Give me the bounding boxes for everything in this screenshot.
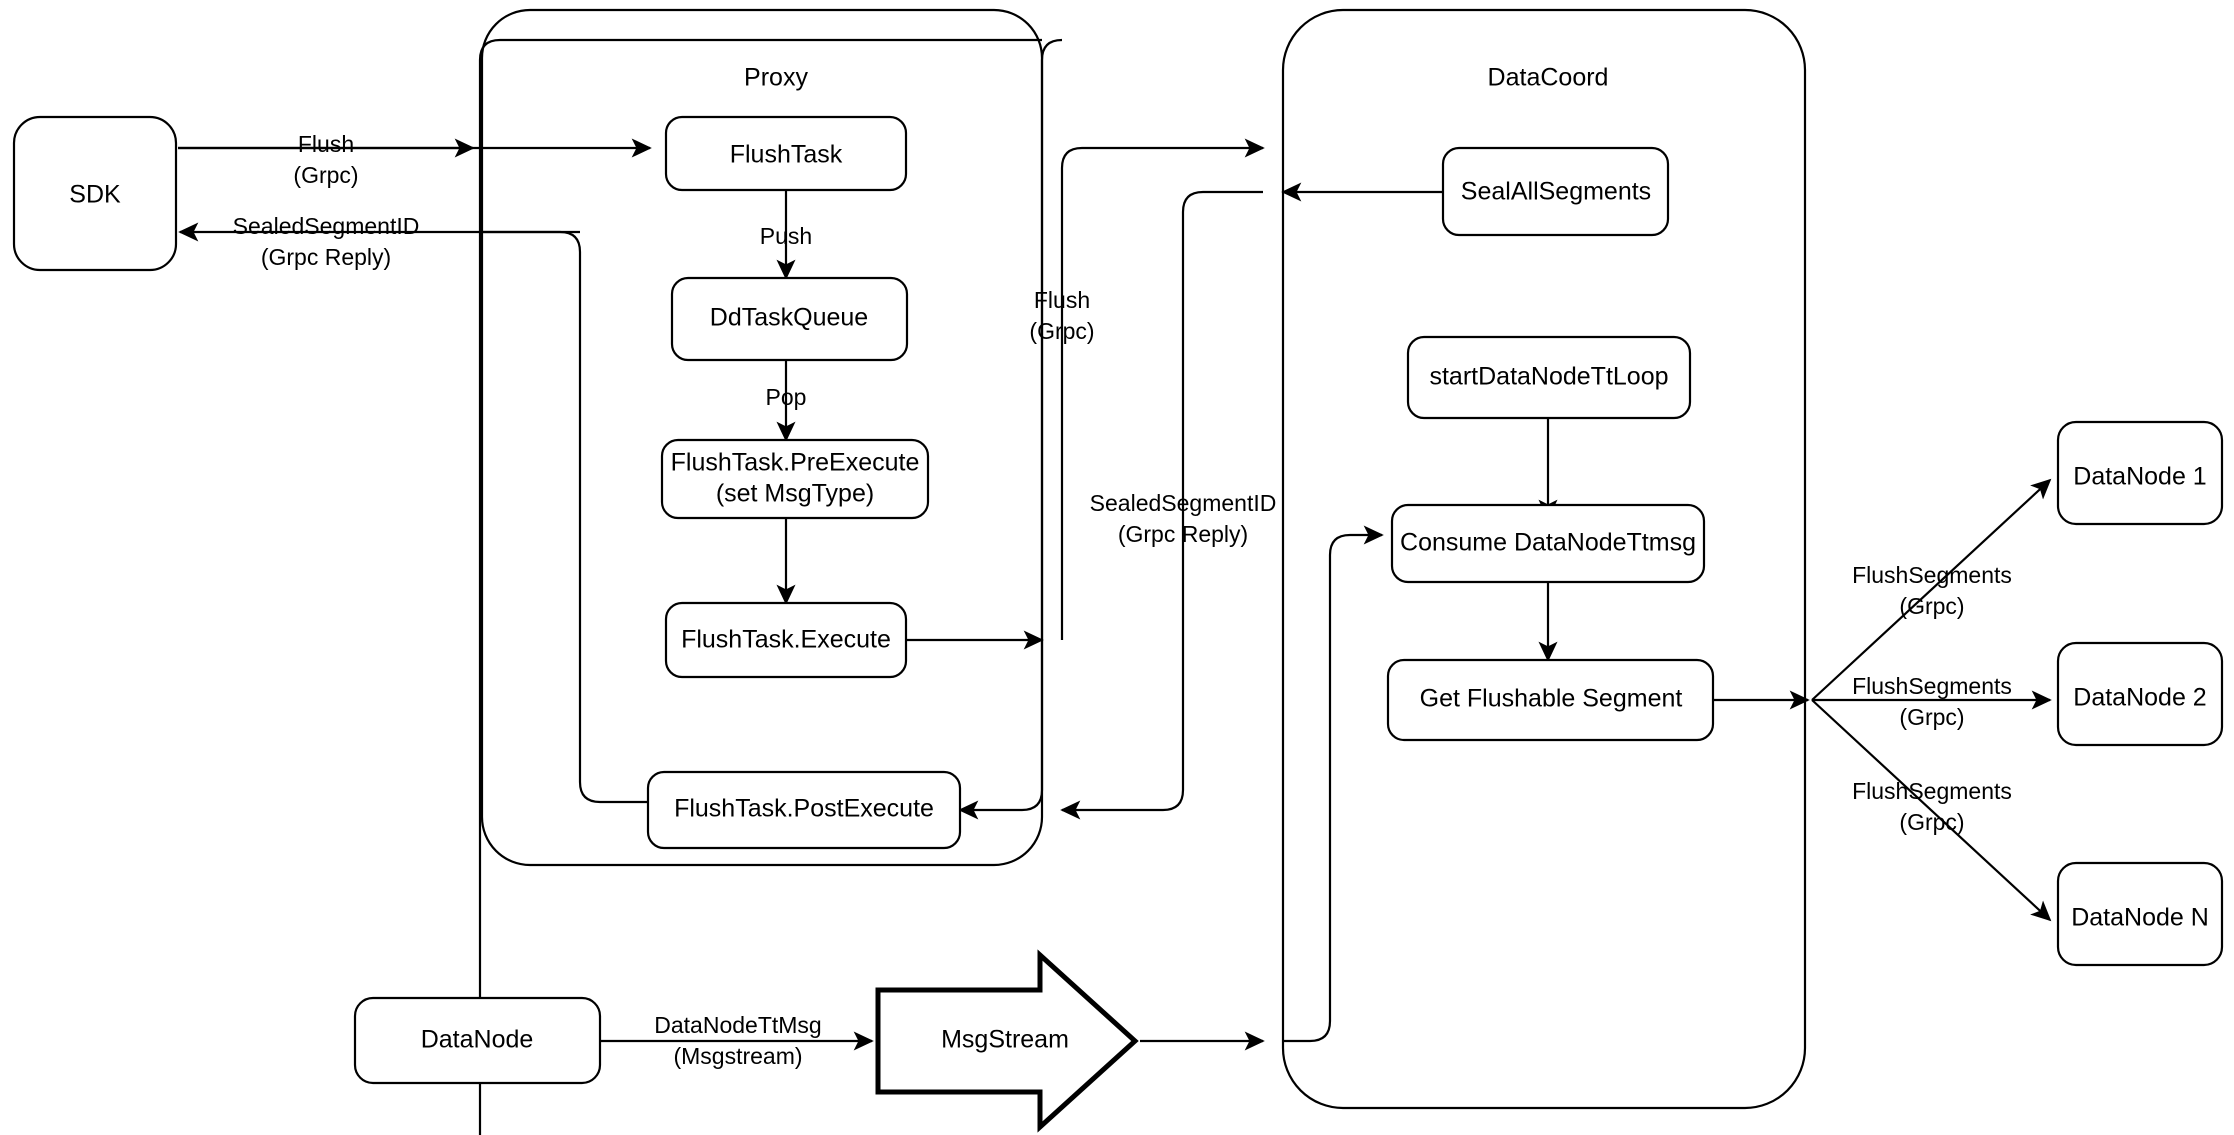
edge-datacoord-boundary-to-consume <box>1283 525 1384 1043</box>
node-msgstream[interactable]: MsgStream <box>875 949 1139 1133</box>
node-postexecute-label: FlushTask.PostExecute <box>674 795 934 823</box>
edge-datacoord-to-proxy-reply <box>1060 190 1263 820</box>
node-datanode-2[interactable]: DataNode 2 <box>2056 641 2224 747</box>
node-startdatanodettloop[interactable]: startDataNodeTtLoop <box>1406 335 1692 420</box>
node-datanode-n[interactable]: DataNode N <box>2056 861 2224 967</box>
edge-label-flushsegmentsn-l2: (Grpc) <box>1899 809 1964 835</box>
edge-label-datanodettmsg-l1: DataNodeTtMsg <box>654 1012 821 1038</box>
node-msgstream-label: MsgStream <box>941 1026 1069 1054</box>
node-consume-rect[interactable] <box>1390 503 1706 584</box>
edge-junction-to-datanoden <box>1811 699 2052 922</box>
node-datanoden-rect[interactable] <box>2056 861 2224 967</box>
node-flushtask-rect[interactable] <box>664 115 908 192</box>
node-datanode-bottom-label: DataNode <box>421 1026 534 1054</box>
edge-proxy-to-datacoord-flush <box>1060 138 1265 640</box>
node-execute-label: FlushTask.Execute <box>681 626 891 654</box>
node-ddtaskqueue-label: DdTaskQueue <box>710 304 868 332</box>
node-getflushable-label: Get Flushable Segment <box>1420 685 1683 713</box>
node-sdk[interactable]: SDK <box>12 115 178 272</box>
node-datanode1-rect[interactable] <box>2056 420 2224 526</box>
node-ddtaskqueue-rect[interactable] <box>670 276 909 362</box>
node-sdk-label: SDK <box>69 181 121 209</box>
node-flushtask-preexecute[interactable]: FlushTask.PreExecute (set MsgType) <box>660 438 930 520</box>
node-sealallsegments-label: SealAllSegments <box>1461 178 1651 206</box>
edge-label-flushsegments1-l1: FlushSegments <box>1852 562 2012 588</box>
edge-label-sealedsegmentid-l2: (Grpc Reply) <box>1118 521 1248 547</box>
node-postexecute-rect[interactable] <box>646 770 962 850</box>
edge-label-datanodettmsg-l2: (Msgstream) <box>673 1043 802 1069</box>
edge-label-sdk-sealedsegmentid-l1: SealedSegmentID <box>233 213 420 239</box>
msgstream-arrow-shape[interactable] <box>875 949 1139 1133</box>
node-startdatanodettloop-label: startDataNodeTtLoop <box>1429 363 1668 391</box>
node-datanode-bottom-rect[interactable] <box>353 996 602 1085</box>
edge-label-flush-grpc-l1: Flush <box>1034 287 1090 313</box>
edge-label-flushsegments2-l1: FlushSegments <box>1852 673 2012 699</box>
node-datanode2-label: DataNode 2 <box>2073 684 2206 712</box>
node-get-flushable-segment[interactable]: Get Flushable Segment <box>1386 658 1715 742</box>
node-execute-rect[interactable] <box>664 601 908 679</box>
edge-label-sdk-flush-l1: Flush <box>298 131 354 157</box>
node-sdk-rect[interactable] <box>12 115 178 272</box>
node-flushtask-postexecute[interactable]: FlushTask.PostExecute <box>646 770 962 850</box>
node-sealallsegments[interactable]: SealAllSegments <box>1441 146 1670 237</box>
edge-label-flushsegmentsn-l1: FlushSegments <box>1852 778 2012 804</box>
proxy-container-label: Proxy <box>744 64 808 92</box>
node-flushtask-execute[interactable]: FlushTask.Execute <box>664 601 908 679</box>
node-datanode-1[interactable]: DataNode 1 <box>2056 420 2224 526</box>
node-consume-datanodettmsg[interactable]: Consume DataNodeTtmsg <box>1390 503 1706 584</box>
edge-label-flushsegments2-l2: (Grpc) <box>1899 704 1964 730</box>
node-datanoden-label: DataNode N <box>2071 904 2209 932</box>
node-preexecute-label-line1: FlushTask.PreExecute <box>671 449 920 477</box>
node-datanode-bottom[interactable]: DataNode <box>353 996 602 1085</box>
edge-proxy-right-top-curve <box>1040 38 1063 61</box>
node-flushtask-label: FlushTask <box>730 141 843 169</box>
node-ddtaskqueue[interactable]: DdTaskQueue <box>670 276 909 362</box>
edge-label-pop: Pop <box>766 384 807 410</box>
node-flushtask[interactable]: FlushTask <box>664 115 908 192</box>
node-startdatanodettloop-rect[interactable] <box>1406 335 1692 420</box>
node-datanode2-rect[interactable] <box>2056 641 2224 747</box>
edge-label-flush-grpc-l2: (Grpc) <box>1029 318 1094 344</box>
edge-label-sdk-flush-l2: (Grpc) <box>293 162 358 188</box>
datacoord-container-label: DataCoord <box>1488 64 1609 92</box>
edge-label-flushsegments1-l2: (Grpc) <box>1899 593 1964 619</box>
edge-label-push: Push <box>760 223 812 249</box>
node-preexecute-rect[interactable] <box>660 438 930 520</box>
edge-proxy-top-rail <box>478 38 1042 61</box>
edge-proxy-right-rail-to-postexecute <box>958 60 1044 820</box>
edge-label-sdk-sealedsegmentid-l2: (Grpc Reply) <box>261 244 391 270</box>
node-consume-label: Consume DataNodeTtmsg <box>1400 529 1696 557</box>
edge-junction-to-datanode1 <box>1811 478 2052 701</box>
node-datanode1-label: DataNode 1 <box>2073 463 2206 491</box>
edge-label-sealedsegmentid-l1: SealedSegmentID <box>1090 490 1277 516</box>
node-sealallsegments-rect[interactable] <box>1441 146 1670 237</box>
node-preexecute-label-line2: (set MsgType) <box>716 480 874 508</box>
edge-postexecute-to-reply-rail <box>480 230 650 804</box>
node-getflushable-rect[interactable] <box>1386 658 1715 742</box>
